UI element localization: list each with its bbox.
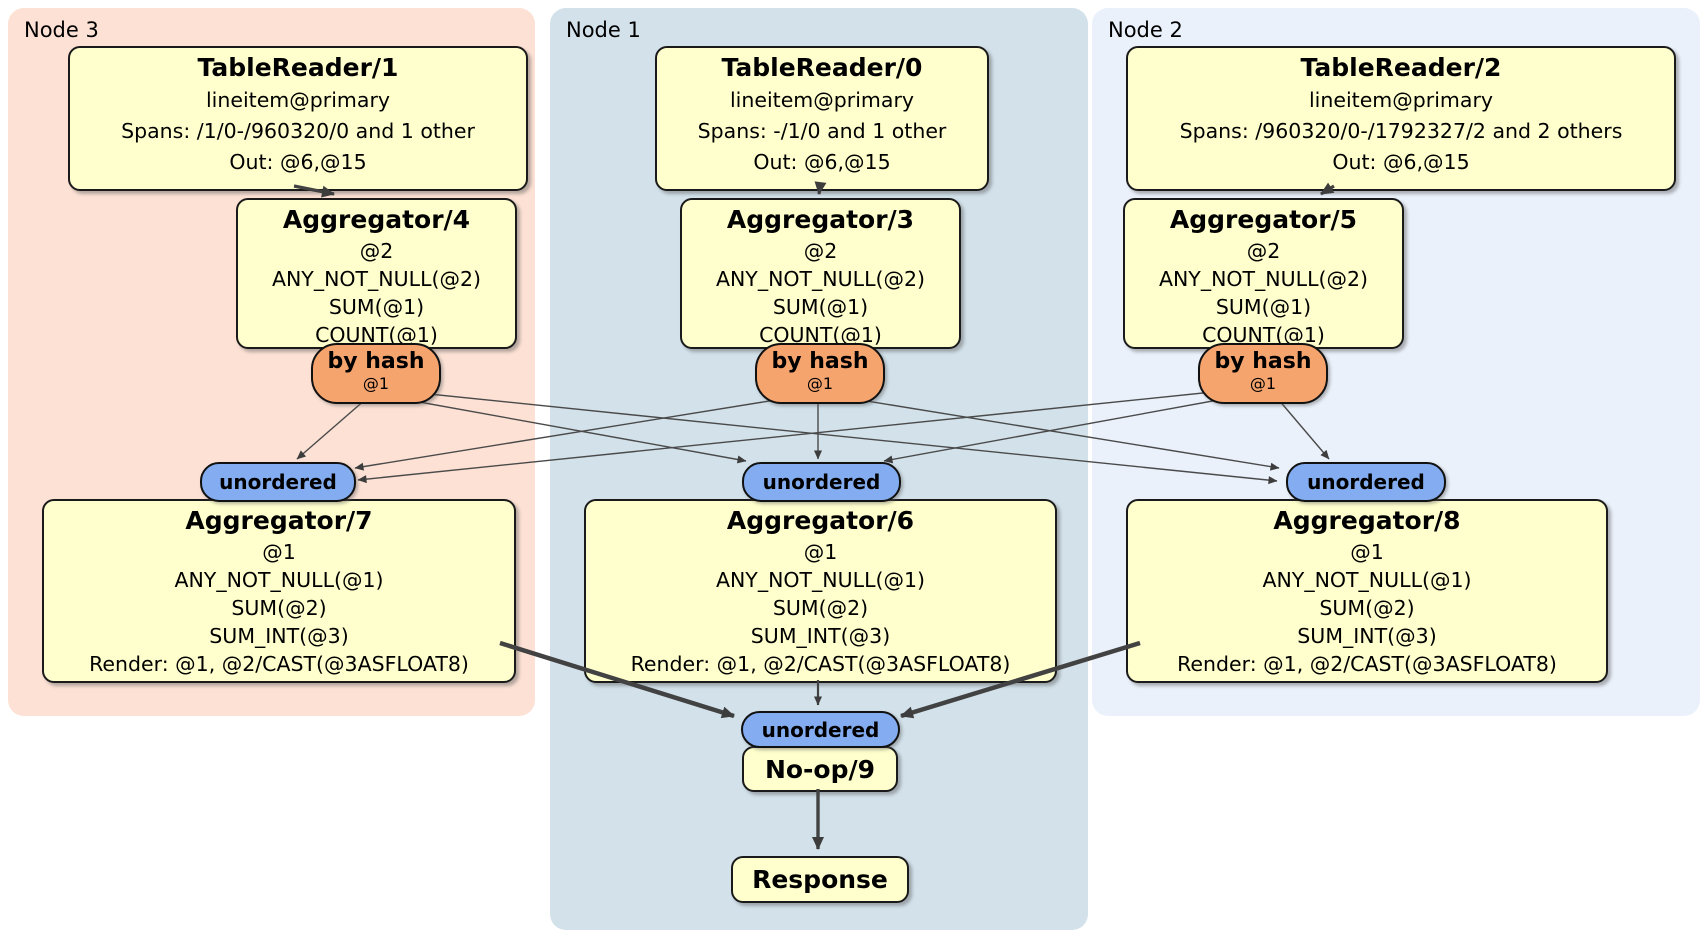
box-title: Response: [752, 865, 888, 894]
router-detail: @1: [362, 374, 390, 393]
edge-r5-u7: [357, 389, 1233, 484]
box-line: @1: [803, 540, 838, 564]
box-line: @1: [262, 540, 296, 564]
box-title: Aggregator/5: [1169, 205, 1358, 234]
router-label: by hash: [327, 349, 425, 374]
sync-unordered-center: unordered: [742, 462, 901, 502]
edge-agg7-u9: [499, 640, 735, 719]
box-line: Out: @6,@15: [753, 150, 891, 174]
edge-r5-u9top: [1277, 398, 1330, 460]
box-line: Out: @6,@15: [1332, 150, 1470, 174]
box-line: Spans: /960320/0-/1792327/2 and 2 others: [1179, 119, 1623, 143]
router-detail: @1: [1249, 374, 1277, 393]
box-line: Spans: /1/0-/960320/0 and 1 other: [121, 119, 475, 143]
router-by-hash-5: by hash @1: [1198, 343, 1328, 404]
box-line: @1: [1350, 540, 1384, 564]
edge-r4-u8: [389, 389, 1278, 485]
sync-unordered-left: unordered: [200, 462, 356, 502]
panel-node-1-label: Node 1: [566, 18, 641, 42]
box-title: No-op/9: [764, 754, 876, 784]
box-tablereader-1: TableReader/1 lineitem@primary Spans: /1…: [68, 46, 528, 191]
sync-label: unordered: [762, 470, 881, 494]
box-line: Out: @6,@15: [229, 150, 367, 174]
box-line: SUM(@1): [772, 295, 869, 319]
edge-r4-u7: [296, 398, 367, 460]
box-line: ANY_NOT_NULL(@2): [715, 267, 926, 291]
box-title: TableReader/0: [721, 53, 923, 82]
panel-node-3-label: Node 3: [24, 18, 99, 42]
box-title: Aggregator/6: [726, 506, 915, 535]
box-line: lineitem@primary: [729, 88, 915, 112]
box-title: TableReader/1: [197, 53, 399, 82]
box-aggregator-6: Aggregator/6 @1 ANY_NOT_NULL(@1) SUM(@2)…: [584, 499, 1057, 683]
sync-unordered-right: unordered: [1286, 462, 1446, 502]
box-line: SUM(@2): [231, 596, 327, 620]
box-aggregator-7: Aggregator/7 @1 ANY_NOT_NULL(@1) SUM(@2)…: [42, 499, 516, 683]
box-line: SUM_INT(@3): [750, 624, 891, 648]
router-label: by hash: [1214, 349, 1312, 374]
edge-r5-u6: [883, 395, 1241, 464]
box-line: SUM(@1): [1215, 295, 1312, 319]
box-line: lineitem@primary: [205, 88, 391, 112]
box-aggregator-5: Aggregator/5 @2 ANY_NOT_NULL(@2) SUM(@1)…: [1123, 198, 1404, 349]
edge-tr0-agg3: [814, 181, 827, 195]
box-line: ANY_NOT_NULL(@1): [715, 568, 926, 592]
box-line: @2: [1246, 239, 1281, 263]
box-line: ANY_NOT_NULL(@2): [1158, 267, 1369, 291]
edge-r3-u7: [354, 395, 801, 471]
box-title: Aggregator/4: [282, 205, 471, 234]
edge-tr2-agg5: [1320, 182, 1335, 196]
box-aggregator-3: Aggregator/3 @2 ANY_NOT_NULL(@2) SUM(@1)…: [680, 198, 961, 349]
box-title: Aggregator/7: [185, 506, 373, 535]
sync-label: unordered: [1307, 470, 1425, 494]
box-title: TableReader/2: [1300, 53, 1502, 82]
box-line: lineitem@primary: [1308, 88, 1494, 112]
sync-label: unordered: [761, 717, 880, 742]
box-title: Aggregator/3: [726, 205, 915, 234]
box-line: SUM(@1): [328, 295, 425, 319]
edge-r4-u6: [385, 395, 747, 464]
box-line: SUM(@2): [1319, 596, 1415, 620]
box-line: ANY_NOT_NULL(@2): [271, 267, 482, 291]
box-tablereader-0: TableReader/0 lineitem@primary Spans: -/…: [655, 46, 989, 191]
box-line: Render: @1, @2/CAST(@3ASFLOAT8): [1177, 652, 1557, 676]
box-line: @2: [803, 239, 838, 263]
box-response: Response: [731, 856, 909, 903]
box-line: SUM_INT(@3): [209, 624, 349, 648]
box-line: @2: [359, 239, 394, 263]
box-line: ANY_NOT_NULL(@1): [1262, 568, 1472, 592]
box-line: Spans: -/1/0 and 1 other: [697, 119, 947, 143]
edge-r3-u8: [835, 395, 1280, 471]
box-line: ANY_NOT_NULL(@1): [174, 568, 384, 592]
box-line: SUM_INT(@3): [1297, 624, 1437, 648]
router-label: by hash: [771, 349, 869, 374]
box-aggregator-8: Aggregator/8 @1 ANY_NOT_NULL(@1) SUM(@2)…: [1126, 499, 1608, 683]
router-detail: @1: [806, 374, 834, 393]
sync-label: unordered: [219, 470, 337, 494]
sync-unordered-final: unordered: [741, 711, 900, 748]
edge-tr1-agg4: [293, 184, 335, 198]
panel-node-2-label: Node 2: [1108, 18, 1183, 42]
router-by-hash-3: by hash @1: [755, 343, 885, 404]
box-line: Render: @1, @2/CAST(@3ASFLOAT8): [89, 652, 469, 676]
box-tablereader-2: TableReader/2 lineitem@primary Spans: /9…: [1126, 46, 1676, 191]
box-title: Aggregator/8: [1273, 506, 1461, 535]
edge-agg8-u9: [900, 640, 1141, 719]
router-by-hash-4: by hash @1: [311, 343, 441, 404]
box-line: SUM(@2): [772, 596, 869, 620]
box-line: Render: @1, @2/CAST(@3ASFLOAT8): [630, 652, 1011, 676]
